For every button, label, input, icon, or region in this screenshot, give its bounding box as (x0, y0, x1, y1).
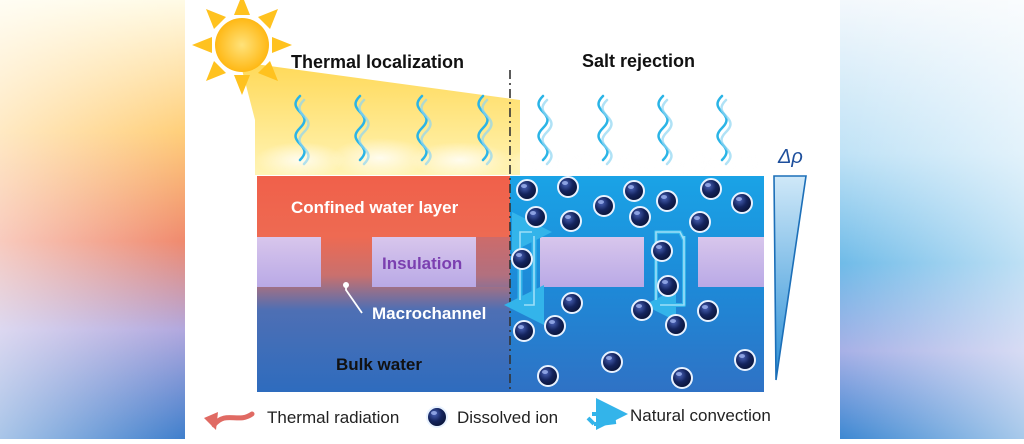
dissolved-ion-legend-label: Dissolved ion (457, 408, 559, 427)
thermal-localization-label: Thermal localization (291, 52, 465, 72)
salt-rejection-label: Salt rejection (582, 51, 696, 71)
delta-rho-label: Δρ (778, 146, 803, 168)
confined-water-layer-label: Confined water layer (291, 198, 459, 217)
macrochannel-pointer (343, 282, 363, 314)
natural-convection-legend-label: Natural convection (630, 406, 771, 425)
density-gradient-triangle (773, 175, 807, 381)
thermal-radiation-icon (204, 411, 255, 430)
sun-icon (192, 0, 292, 95)
thermal-radiation-legend-label: Thermal radiation (267, 408, 400, 427)
vapor-cloud (255, 138, 780, 178)
insulation-label: Insulation (382, 254, 463, 273)
bulk-water-label: Bulk water (336, 355, 422, 374)
dissolved-ion-legend-icon (426, 406, 448, 428)
natural-convection-icon (586, 398, 628, 430)
macrochannel-label: Macrochannel (372, 304, 487, 323)
insulation-layer (257, 237, 764, 287)
